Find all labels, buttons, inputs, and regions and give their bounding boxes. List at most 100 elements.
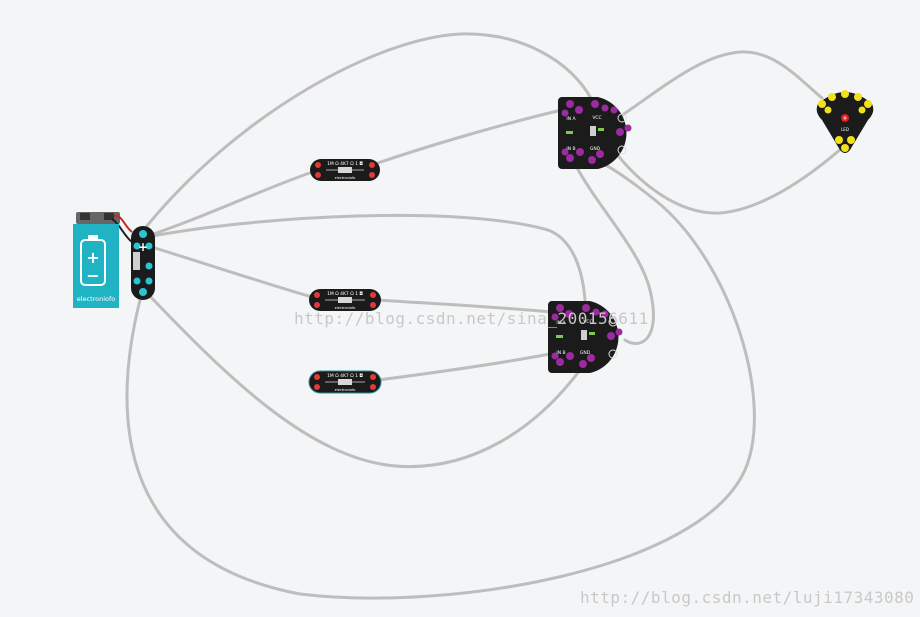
- battery-terminal-right: [104, 213, 114, 220]
- led-board-pin[interactable]: [841, 90, 849, 98]
- led-board-pin[interactable]: [854, 93, 862, 101]
- wire-upper-transistor-to-led-bottom[interactable]: [610, 146, 844, 215]
- led-highlight: [843, 116, 847, 120]
- transistor-status-led: [598, 128, 604, 131]
- transistor-pin[interactable]: [551, 313, 559, 321]
- battery-board-pin[interactable]: [133, 277, 141, 285]
- transistor-pin[interactable]: [561, 148, 569, 156]
- transistor-pin[interactable]: [616, 128, 624, 136]
- transistor-pin[interactable]: [601, 310, 609, 318]
- resistor-pin[interactable]: [370, 292, 376, 298]
- wire-resistor-1-to-upper-transistor[interactable]: [370, 108, 564, 167]
- wire-resistor-3-to-lower-transistor[interactable]: [376, 350, 562, 382]
- wire-battery-to-resistor-1[interactable]: [140, 168, 320, 240]
- transistor-pin[interactable]: [566, 100, 574, 108]
- resistor-pin[interactable]: [314, 302, 320, 308]
- wire-resistor-2-to-lower-transistor[interactable]: [376, 298, 554, 314]
- led-board-pin[interactable]: [841, 144, 849, 152]
- transistor-pin[interactable]: [565, 310, 573, 318]
- resistor-pin[interactable]: [314, 384, 320, 390]
- resistor-pin[interactable]: [315, 172, 321, 178]
- battery-minus-symbol: −: [86, 266, 99, 285]
- transistor-pin[interactable]: [551, 352, 559, 360]
- transistor-pin[interactable]: [561, 109, 569, 117]
- battery-board[interactable]: +: [131, 226, 155, 300]
- transistor-label-vcc: VCC: [592, 115, 601, 121]
- resistor-pin[interactable]: [369, 162, 375, 168]
- transistor-label-vcc: VCC: [583, 319, 592, 325]
- transistor-pin[interactable]: [556, 304, 564, 312]
- resistor-pin[interactable]: [314, 374, 320, 380]
- wire-battery-to-resistor-2[interactable]: [140, 242, 314, 299]
- transistor-pin[interactable]: [556, 358, 564, 366]
- battery-board-pin[interactable]: [145, 277, 153, 285]
- resistor-value-label: 1M Ω 4K7 Ω 1 ◘: [327, 291, 363, 297]
- led-board-label: LED: [841, 127, 849, 132]
- transistor-pin[interactable]: [576, 148, 584, 156]
- battery-nub-icon: [88, 235, 98, 241]
- resistor-1[interactable]: 1M Ω 4K7 Ω 1 ◘ electroniofo: [310, 159, 380, 181]
- battery-board-plus-symbol: +: [138, 240, 148, 254]
- battery-board-switch[interactable]: [133, 252, 140, 270]
- resistor-pin[interactable]: [370, 302, 376, 308]
- transistor-pin[interactable]: [588, 156, 596, 164]
- resistor-pin[interactable]: [370, 374, 376, 380]
- transistor-upper[interactable]: IN A VCC IN B GND: [558, 97, 632, 169]
- battery-board-pin[interactable]: [145, 242, 153, 250]
- transistor-component: [581, 330, 587, 340]
- transistor-pin[interactable]: [575, 106, 583, 114]
- transistor-lower[interactable]: IN A VCC IN B GND: [548, 301, 623, 373]
- transistor-symbol-icon: [617, 113, 627, 123]
- transistor-pin[interactable]: [591, 100, 599, 108]
- battery-board-pin[interactable]: [133, 242, 141, 250]
- led-board-pin[interactable]: [847, 136, 855, 144]
- battery-board-pin[interactable]: [139, 288, 147, 296]
- battery[interactable]: + − electroniofo: [73, 212, 133, 308]
- watermark-center: http://blog.csdn.net/sina_200156611: [294, 309, 649, 328]
- transistor-pin[interactable]: [592, 308, 600, 316]
- transistor-label-in-a: IN A: [556, 320, 566, 326]
- resistor-pin[interactable]: [370, 384, 376, 390]
- resistor-3[interactable]: 1M Ω 4K7 Ω 1 ◘ electroniofo: [308, 370, 382, 394]
- transistor-symbol-icon: [608, 349, 618, 359]
- led-board-body: [816, 92, 874, 153]
- wire-battery-to-lower-transistor-top[interactable]: [140, 213, 587, 302]
- transistor-pin[interactable]: [607, 332, 615, 340]
- transistor-pin[interactable]: [596, 150, 604, 158]
- transistor-pin[interactable]: [566, 154, 574, 162]
- led-board-pin[interactable]: [828, 93, 836, 101]
- transistor-status-led: [589, 332, 595, 335]
- led-board-pin[interactable]: [818, 100, 826, 108]
- resistor-component: [338, 297, 352, 303]
- transistor-pin[interactable]: [610, 106, 618, 114]
- transistor-label-gnd: GND: [590, 146, 601, 152]
- transistor-symbol-icon: [608, 317, 618, 327]
- transistor-label-in-b: IN B: [556, 350, 565, 356]
- wire-upper-to-lower-transistor[interactable]: [574, 164, 655, 345]
- resistor-pin[interactable]: [315, 162, 321, 168]
- wire-upper-transistor-to-led-top[interactable]: [616, 50, 824, 120]
- resistor-2[interactable]: 1M Ω 4K7 Ω 1 ◘ electroniofo: [309, 289, 381, 311]
- transistor-pin[interactable]: [579, 360, 587, 368]
- led-board[interactable]: LED: [816, 90, 874, 153]
- transistor-pin[interactable]: [566, 352, 574, 360]
- led-board-pin[interactable]: [864, 100, 872, 108]
- led-board-pin[interactable]: [835, 136, 843, 144]
- transistor-pin[interactable]: [601, 104, 609, 112]
- resistor-pin[interactable]: [314, 292, 320, 298]
- wire-battery-to-upper-transistor-top[interactable]: [140, 32, 594, 234]
- transistor-pin[interactable]: [587, 354, 595, 362]
- led-board-pin[interactable]: [824, 106, 832, 114]
- wire-battery-loop-bottom[interactable]: [125, 160, 756, 600]
- transistor-pin[interactable]: [624, 124, 632, 132]
- transistor-pin[interactable]: [615, 328, 623, 336]
- wire-battery-to-lower-transistor-bottom[interactable]: [144, 290, 582, 469]
- led-board-pin[interactable]: [858, 106, 866, 114]
- battery-board-pin[interactable]: [145, 262, 153, 270]
- resistor-pin[interactable]: [369, 172, 375, 178]
- battery-black-lead: [111, 218, 133, 243]
- transistor-pin[interactable]: [582, 304, 590, 312]
- battery-terminal-left: [80, 213, 90, 220]
- battery-board-pin[interactable]: [139, 230, 147, 238]
